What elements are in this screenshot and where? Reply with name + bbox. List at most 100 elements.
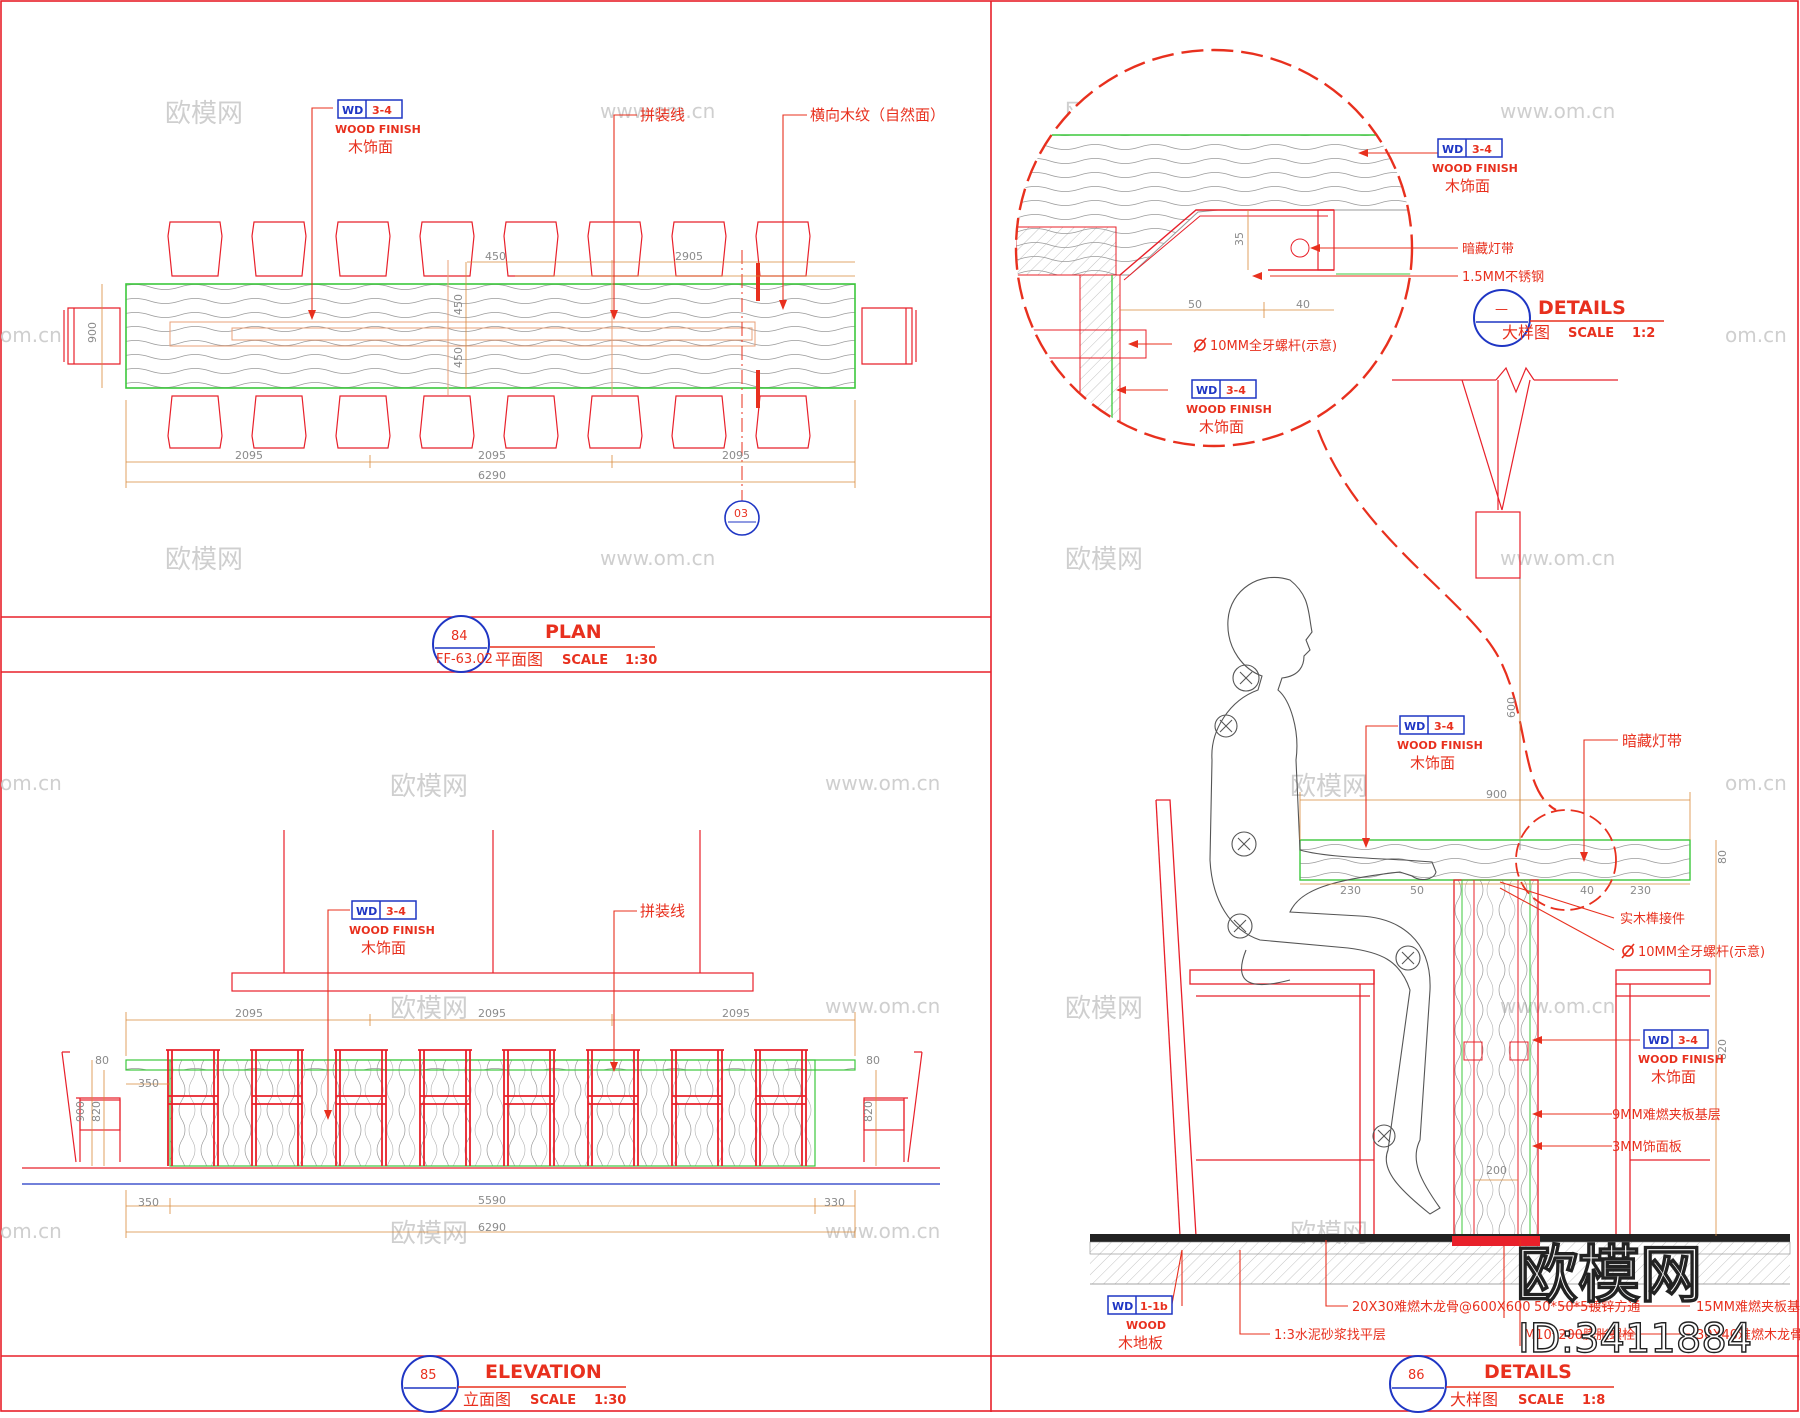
svg-text:3-4: 3-4 [1472, 143, 1492, 156]
elevation-title-block: 85 ELEVATION 立面图 SCALE 1:30 [401, 1355, 626, 1413]
elevation-chair [586, 1049, 640, 1166]
mannequin-figure [1209, 576, 1441, 1215]
svg-text:1-1b: 1-1b [1140, 1300, 1168, 1313]
svg-text:1:2: 1:2 [1632, 326, 1655, 341]
svg-text:1:8: 1:8 [1582, 1393, 1605, 1408]
watermark-url: www.om.cn [825, 1219, 940, 1243]
svg-text:—: — [1495, 302, 1508, 317]
svg-text:WD: WD [356, 905, 377, 918]
svg-text:3-4: 3-4 [386, 905, 406, 918]
detail-large-note-keel2: 30X40难燃木龙骨 [1696, 1327, 1800, 1343]
svg-text:2095: 2095 [235, 1007, 263, 1020]
elevation-chair [754, 1049, 808, 1166]
svg-text:平面图: 平面图 [495, 650, 543, 669]
plan-chair-bottom [419, 395, 475, 449]
detail-large-note-veneer: 3MM饰面板 [1612, 1140, 1682, 1155]
elevation-chair [502, 1049, 556, 1166]
plan-title-block: 84 FF-63.02 PLAN 平面图 SCALE 1:30 [432, 615, 657, 673]
detail-chair-left [1155, 799, 1375, 1237]
plan-chair-bottom [671, 395, 727, 449]
plan-section-mark: 03 [724, 500, 760, 536]
elevation-wood-tag: WD 3-4 WOOD FINISH 木饰面 [349, 900, 435, 957]
watermark-url: www.om.cn [825, 771, 940, 795]
svg-text:450: 450 [452, 347, 465, 368]
svg-text:2095: 2095 [235, 449, 263, 462]
plan-chair-bottom [335, 395, 391, 449]
plan-note-grain: 横向木纹（自然面） [810, 106, 945, 124]
elevation-end-chairs [61, 1051, 923, 1163]
watermark-url: om.cn [0, 323, 62, 347]
plan-end-chair-right [861, 307, 917, 365]
plan-tabletop [125, 283, 856, 389]
plan-chair-top [167, 221, 223, 277]
svg-text:立面图: 立面图 [463, 1390, 511, 1409]
plan-chair-top [335, 221, 391, 277]
svg-text:WD: WD [1404, 720, 1425, 733]
svg-text:ID:3411884: ID:3411884 [1518, 1316, 1752, 1362]
detail-large-title-block: 86 DETAILS 大样图 SCALE 1:8 [1389, 1355, 1614, 1413]
detail-small-wood-tag-top: WD 3-4 WOOD FINISH 木饰面 [1432, 138, 1518, 195]
detail-large-wood-tag-top: WD 3-4 WOOD FINISH 木饰面 [1397, 715, 1483, 772]
svg-text:350: 350 [138, 1196, 159, 1209]
svg-text:330: 330 [824, 1196, 845, 1209]
svg-text:大样图: 大样图 [1502, 323, 1550, 342]
svg-text:3-4: 3-4 [1434, 720, 1454, 733]
elevation-chair [670, 1049, 724, 1166]
svg-text:35: 35 [1233, 232, 1246, 246]
plan-inlay [169, 321, 756, 347]
elevation-dimensions [91, 1012, 877, 1238]
detail-large-wood-tag-right: WD 3-4 WOOD FINISH 木饰面 [1638, 1029, 1724, 1086]
svg-text:80: 80 [1716, 850, 1729, 864]
plan-chair-top [251, 221, 307, 277]
plan-chair-top [671, 221, 727, 277]
svg-text:10MM全牙螺杆(示意): 10MM全牙螺杆(示意) [1638, 944, 1765, 960]
svg-text:WD: WD [342, 104, 363, 117]
svg-text:820: 820 [862, 1101, 875, 1122]
svg-text:WOOD FINISH: WOOD FINISH [1432, 162, 1518, 175]
svg-text:2905: 2905 [675, 250, 703, 263]
plan-dimensions [101, 261, 856, 488]
svg-text:2095: 2095 [722, 1007, 750, 1020]
plan-wood-tag: WD 3-4 WOOD FINISH 木饰面 [335, 99, 421, 156]
svg-text:450: 450 [452, 294, 465, 315]
plan-chair-bottom [755, 395, 811, 449]
elevation-chairs [166, 1049, 808, 1166]
svg-text:木饰面: 木饰面 [361, 939, 406, 957]
detail-floor [1089, 1234, 1791, 1285]
plan-chair-bottom [167, 395, 223, 449]
plan-chair-bottom [587, 395, 643, 449]
watermark-url: om.cn [0, 1219, 62, 1243]
plan-inlay-inner [231, 327, 753, 341]
svg-text:DETAILS: DETAILS [1484, 1361, 1572, 1383]
svg-text:WD: WD [1442, 143, 1463, 156]
detail-small-note-light: 暗藏灯带 [1462, 242, 1514, 257]
svg-text:木饰面: 木饰面 [1445, 177, 1490, 195]
svg-text:350: 350 [138, 1077, 159, 1090]
svg-text:WD: WD [1196, 384, 1217, 397]
svg-text:大样图: 大样图 [1450, 1390, 1498, 1409]
svg-text:80: 80 [866, 1054, 880, 1067]
svg-text:欧模网: 欧模网 [1516, 1238, 1702, 1311]
svg-text:SCALE: SCALE [530, 1393, 576, 1408]
svg-text:DETAILS: DETAILS [1538, 297, 1626, 319]
svg-text:200: 200 [1486, 1164, 1507, 1177]
detail-tabletop [1299, 839, 1691, 881]
elevation-chair [418, 1049, 472, 1166]
svg-text:WD: WD [1648, 1034, 1669, 1047]
elevation-pendant-light [231, 830, 754, 992]
svg-text:900: 900 [86, 322, 99, 343]
svg-text:50: 50 [1188, 298, 1202, 311]
svg-text:2095: 2095 [478, 1007, 506, 1020]
svg-text:木饰面: 木饰面 [348, 138, 393, 156]
watermark-cn: 欧模网 [165, 545, 243, 575]
detail-large-note-steel: 50*50*5镀锌方通 [1534, 1299, 1640, 1315]
svg-text:600: 600 [1505, 697, 1518, 718]
detail-large-note-light: 暗藏灯带 [1622, 732, 1682, 750]
detail-large: 600 900 80 230 50 40 230 820 200 [1089, 366, 1800, 1413]
detail-large-note-keel: 20X30难燃木龙骨@600X600 [1352, 1299, 1531, 1315]
watermark-url: om.cn [1725, 771, 1787, 795]
svg-text:木饰面: 木饰面 [1651, 1068, 1696, 1086]
plan-chair-top [419, 221, 475, 277]
watermark-url: www.om.cn [600, 99, 715, 123]
watermark-url: om.cn [0, 771, 62, 795]
